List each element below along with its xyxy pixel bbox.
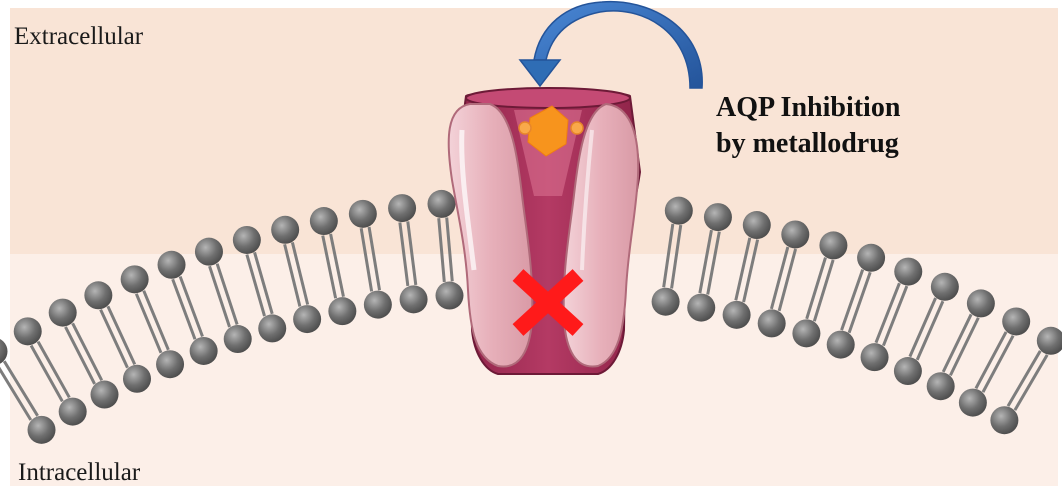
lipid-head-outer — [428, 190, 456, 218]
lipid-head-outer — [743, 211, 771, 239]
lipid-head-inner — [123, 365, 151, 393]
lipid-head-inner — [687, 294, 715, 322]
lipid-head-inner — [894, 357, 922, 385]
lipid-head-inner — [827, 331, 855, 359]
lipid-head-outer — [931, 273, 959, 301]
lipid-head-inner — [990, 406, 1018, 434]
lipid-head-outer — [819, 231, 847, 259]
annotation-line-2: by metallodrug — [716, 126, 900, 162]
lipid-head-outer — [967, 289, 995, 317]
lipid-head-inner — [400, 285, 428, 313]
lipid-head-inner — [364, 291, 392, 319]
lipid-head-inner — [652, 288, 680, 316]
inhibition-annotation: AQP Inhibition by metallodrug — [716, 90, 900, 162]
lipid-head-outer — [388, 194, 416, 222]
lipid-head-outer — [0, 337, 8, 365]
lipid-head-outer — [195, 238, 223, 266]
extracellular-label: Extracellular — [14, 24, 143, 49]
lipid-head-outer — [704, 203, 732, 231]
lipid-head-inner — [723, 301, 751, 329]
lipid-head-outer — [233, 226, 261, 254]
lipid-head-outer — [349, 200, 377, 228]
lipid-head-inner — [328, 297, 356, 325]
lipid-head-outer — [158, 251, 186, 279]
lipid-head-outer — [271, 216, 299, 244]
lipid-head-inner — [293, 305, 321, 333]
lipid-head-inner — [28, 416, 56, 444]
lipid-head-inner — [927, 372, 955, 400]
lipid-head-outer — [665, 197, 693, 225]
lipid-head-outer — [14, 317, 42, 345]
lipid-head-outer — [857, 244, 885, 272]
lipid-head-outer — [49, 299, 77, 327]
lipid-head-inner — [861, 343, 889, 371]
lipid-head-inner — [959, 389, 987, 417]
lipid-head-outer — [310, 207, 338, 235]
lipid-head-outer — [84, 281, 112, 309]
lipid-head-inner — [156, 350, 184, 378]
intracellular-label: Intracellular — [18, 460, 140, 485]
lipid-head-inner — [91, 381, 119, 409]
lipid-head-inner — [792, 319, 820, 347]
lipid-head-inner — [435, 282, 463, 310]
lipid-head-outer — [781, 220, 809, 248]
annotation-line-1: AQP Inhibition — [716, 90, 900, 126]
lipid-head-inner — [190, 337, 218, 365]
lipid-head-inner — [758, 309, 786, 337]
lipid-head-inner — [59, 398, 87, 426]
lipid-head-outer — [894, 258, 922, 286]
lipid-head-inner — [258, 314, 286, 342]
lipid-head-outer — [121, 265, 149, 293]
lipid-head-inner — [224, 325, 252, 353]
lipid-head-outer — [1002, 307, 1030, 335]
